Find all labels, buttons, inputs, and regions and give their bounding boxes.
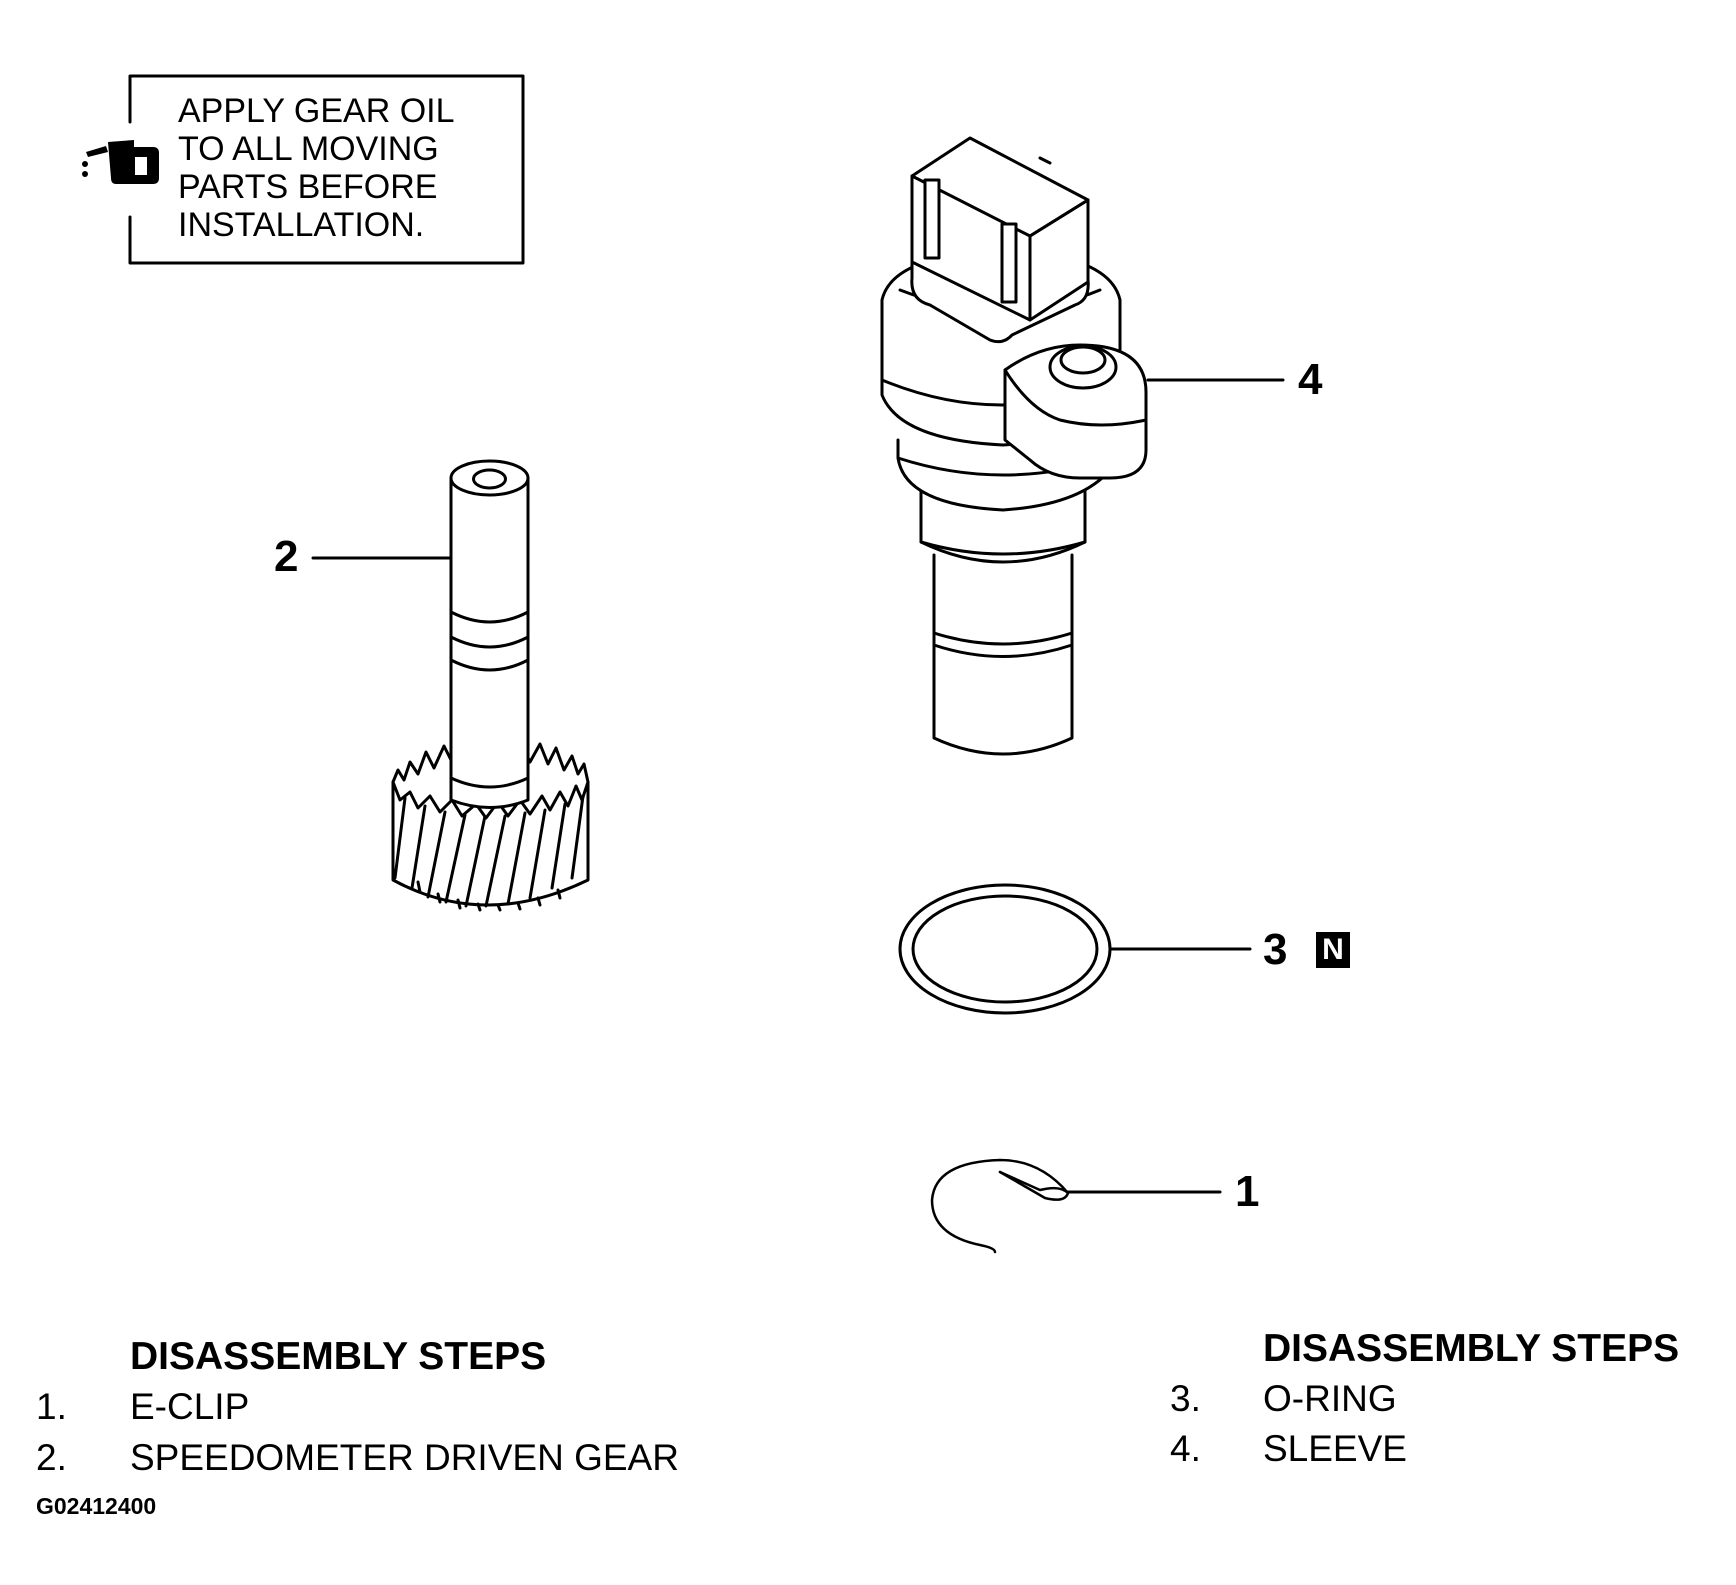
step-number: 3. (1170, 1378, 1201, 1419)
callout-4: 4 (1298, 355, 1323, 404)
callout-2: 2 (274, 532, 299, 581)
callout-3: 3 (1263, 925, 1288, 974)
step-text: SPEEDOMETER DRIVEN GEAR (130, 1437, 679, 1478)
oil-can-icon (82, 140, 159, 184)
speedometer-driven-gear-part-2 (391, 459, 590, 912)
note-line: INSTALLATION. (178, 206, 425, 244)
step-text: SLEEVE (1263, 1428, 1407, 1469)
note-box-frame (128, 74, 525, 265)
note-line: APPLY GEAR OIL (178, 92, 455, 130)
note-line: TO ALL MOVING (178, 130, 439, 168)
step-text: E-CLIP (130, 1386, 250, 1427)
step-text: O-RING (1263, 1378, 1397, 1419)
gear-oil-note: APPLY GEAR OIL TO ALL MOVING PARTS BEFOR… (178, 92, 455, 244)
note-line: PARTS BEFORE (178, 168, 438, 206)
sleeve-part-4 (880, 136, 1148, 756)
o-ring-part-3 (898, 883, 1112, 1015)
step-number: 1. (36, 1386, 67, 1427)
steps-right-heading: DISASSEMBLY STEPS (1263, 1327, 1680, 1370)
step-number: 2. (36, 1437, 67, 1478)
e-clip-part-1 (930, 1158, 1070, 1254)
new-part-badge: N (1316, 932, 1350, 968)
steps-left-heading: DISASSEMBLY STEPS (130, 1335, 547, 1378)
callout-1: 1 (1235, 1167, 1260, 1216)
step-number: 4. (1170, 1428, 1201, 1469)
figure-id: G02412400 (36, 1493, 157, 1519)
